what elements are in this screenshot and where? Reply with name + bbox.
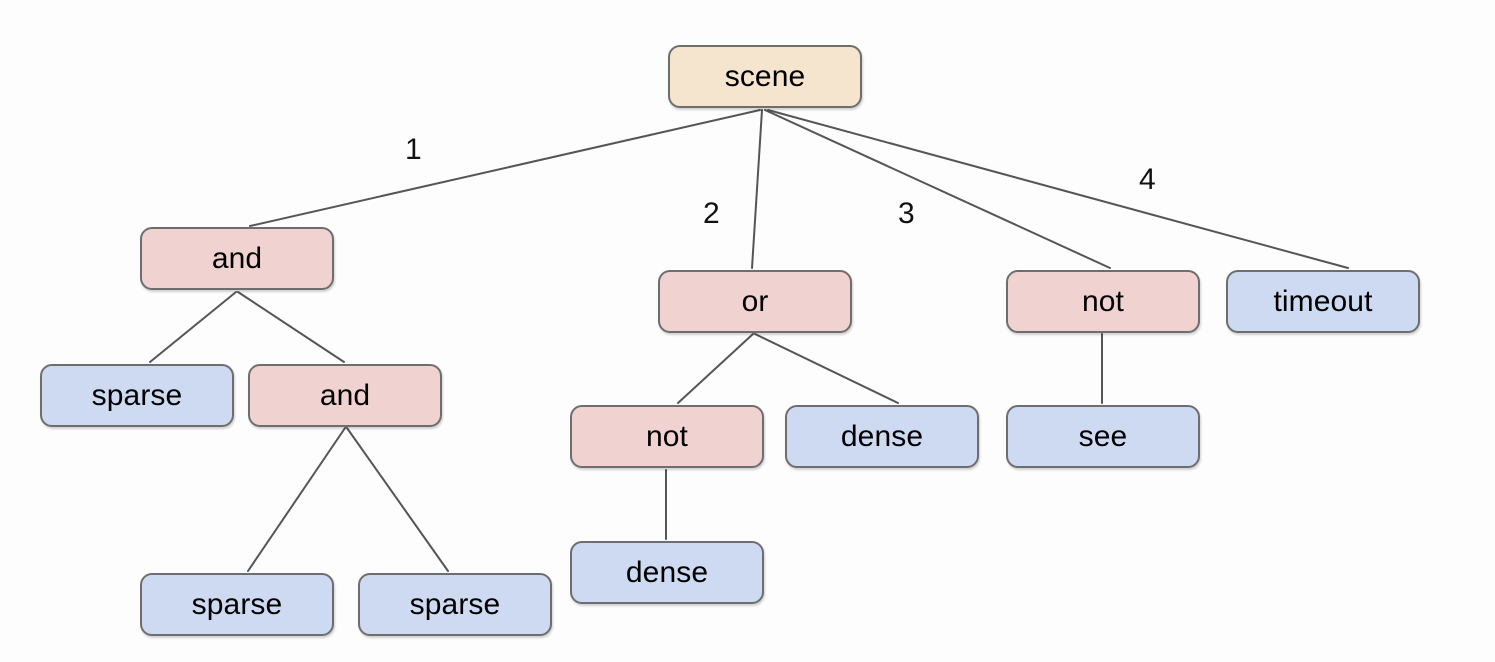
edge-label-2: 2: [703, 197, 720, 230]
tree-node-timeout[interactable]: timeout: [1226, 270, 1420, 333]
tree-node-label: not: [645, 419, 688, 453]
tree-node-not1[interactable]: not: [1006, 270, 1200, 333]
tree-node-dense1[interactable]: dense: [785, 405, 979, 468]
tree-node-label: see: [1078, 419, 1128, 453]
tree-node-label: dense: [625, 555, 709, 589]
tree-node-sparse3[interactable]: sparse: [358, 573, 552, 636]
edge-label-3: 3: [898, 197, 915, 230]
tree-node-dense2[interactable]: dense: [570, 541, 764, 604]
edge-label-4: 4: [1139, 163, 1156, 196]
tree-node-not2[interactable]: not: [570, 405, 764, 468]
tree-edge-and1-to-and2: [237, 291, 345, 363]
tree-node-label: and: [319, 378, 371, 412]
tree-node-label: dense: [840, 419, 924, 453]
tree-edge-and1-to-sparse1: [149, 291, 237, 363]
tree-node-label: sparse: [191, 587, 283, 621]
tree-node-see[interactable]: see: [1006, 405, 1200, 468]
tree-node-sparse2[interactable]: sparse: [140, 573, 334, 636]
tree-edge-scene-to-timeout: [767, 109, 1349, 269]
tree-node-sparse1[interactable]: sparse: [40, 364, 234, 427]
tree-edge-scene-to-not1: [764, 109, 1111, 269]
tree-edge-and2-to-sparse2: [247, 427, 346, 572]
tree-edge-scene-to-and1: [249, 109, 761, 227]
tree-node-label: timeout: [1273, 284, 1373, 318]
tree-node-label: sparse: [91, 378, 183, 412]
tree-edge-or1-to-dense1: [754, 333, 899, 404]
tree-edge-and2-to-sparse3: [346, 427, 449, 572]
tree-node-label: sparse: [409, 587, 501, 621]
tree-node-label: not: [1081, 284, 1124, 318]
tree-node-label: and: [211, 241, 263, 275]
tree-node-scene[interactable]: scene: [668, 45, 862, 108]
tree-node-or1[interactable]: or: [658, 270, 852, 333]
tree-edge-scene-to-or1: [751, 109, 763, 269]
tree-node-label: or: [741, 284, 769, 318]
tree-node-and1[interactable]: and: [140, 227, 334, 290]
tree-edge-or1-to-not2: [677, 333, 754, 404]
tree-node-label: scene: [724, 59, 806, 93]
tree-node-and2[interactable]: and: [248, 364, 442, 427]
edge-label-1: 1: [405, 133, 422, 166]
